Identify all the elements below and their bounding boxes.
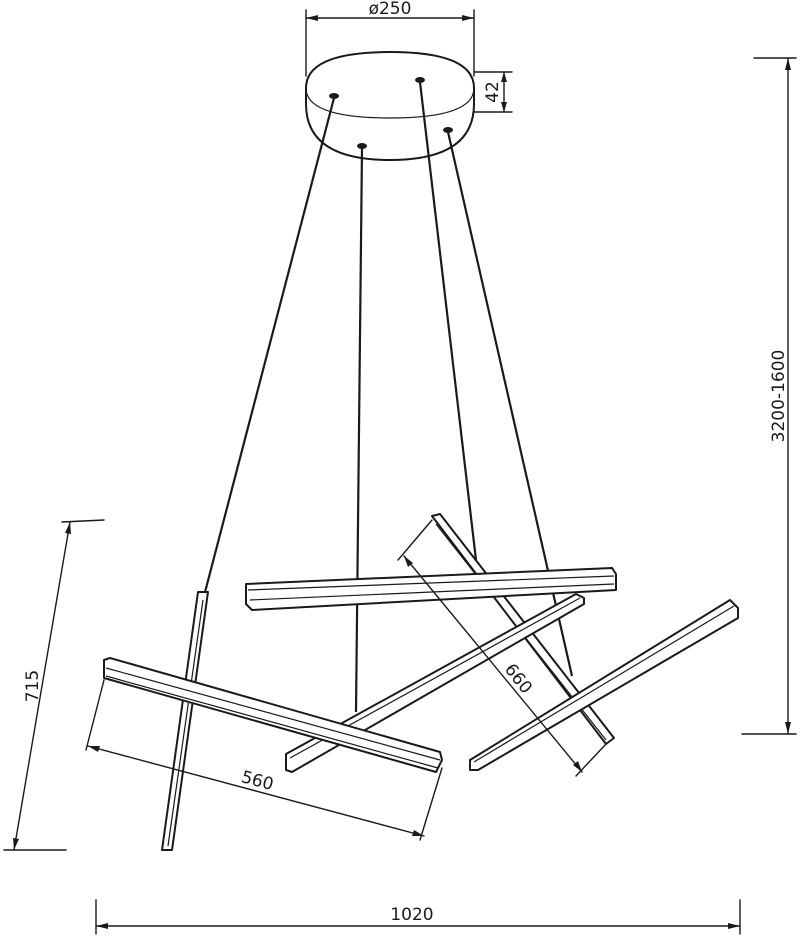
dimension-suspension-height: 3200-1600 xyxy=(741,57,797,735)
ceiling-canopy xyxy=(305,51,475,161)
cable xyxy=(354,147,364,713)
light-bar-middle xyxy=(285,593,585,773)
total-height-label: 715 xyxy=(23,670,43,702)
light-bar-right xyxy=(469,599,739,771)
mount-hole xyxy=(443,127,453,133)
dimension-canopy-diameter: ø250 xyxy=(305,0,475,77)
dimension-total-height: 715 xyxy=(3,519,105,851)
canopy-diameter-label: ø250 xyxy=(369,0,412,19)
mount-hole xyxy=(415,77,425,83)
canopy-height-label: 42 xyxy=(483,81,503,103)
bar-length-left-label: 560 xyxy=(239,767,276,795)
dimension-canopy-height: 42 xyxy=(473,71,513,113)
light-bar-vertical xyxy=(161,591,209,851)
mount-hole xyxy=(357,143,367,149)
mount-hole xyxy=(329,93,339,99)
bar-length-diagonal-label: 660 xyxy=(500,660,536,698)
suspension-height-label: 3200-1600 xyxy=(769,350,789,443)
cable xyxy=(418,81,478,561)
cable xyxy=(202,97,336,597)
light-bar-left xyxy=(103,657,443,773)
light-bars xyxy=(103,513,739,851)
total-width-label: 1020 xyxy=(390,905,433,925)
dimension-total-width: 1020 xyxy=(95,899,741,935)
